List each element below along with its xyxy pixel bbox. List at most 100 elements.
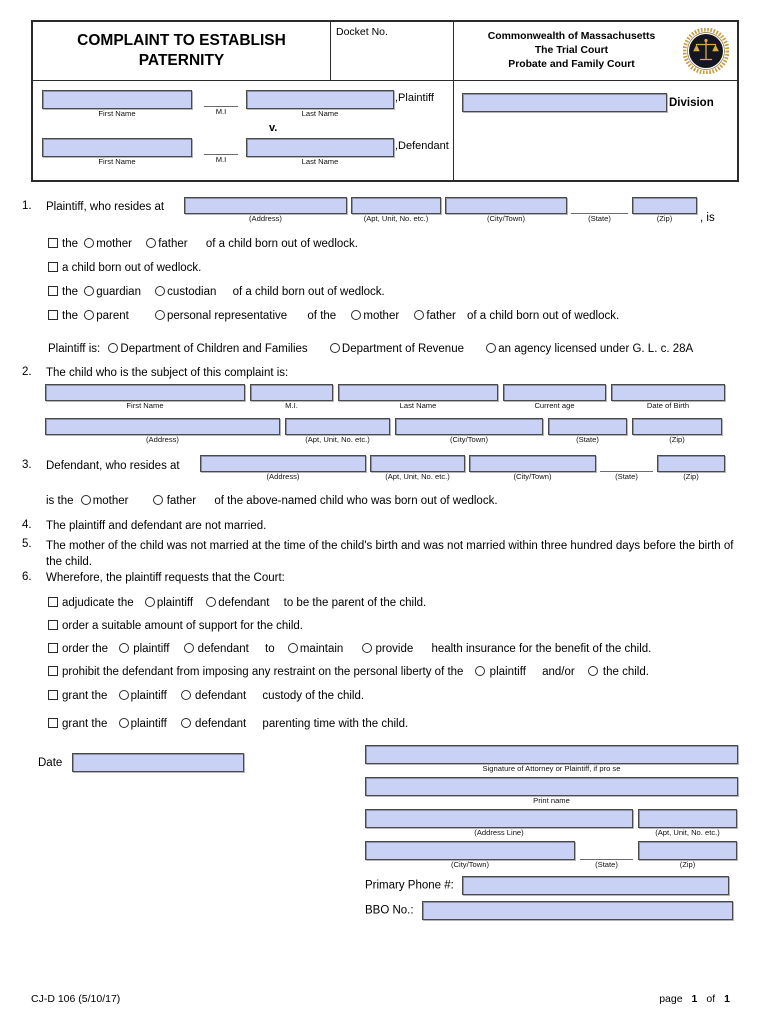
signature-input[interactable] [365,745,738,764]
plaintiff-city-caption: (City/Town) [487,214,525,223]
attorney-zip-input[interactable] [638,841,737,860]
item1-opt-a-checkbox[interactable] [48,238,58,248]
child-current-age-caption: Current age [534,401,575,410]
plaintiff-is-label-dor: Department of Revenue [341,343,464,355]
item1-opt-d-radio-father[interactable] [414,310,425,320]
item6-restraint-checkbox[interactable] [48,666,58,676]
child-dob-input[interactable] [611,384,725,401]
plaintiff-last-name-input[interactable] [246,90,394,109]
item6-adjudicate-radio-defendant[interactable] [206,597,217,607]
defendant-zip-input[interactable] [657,455,725,472]
item6-insurance-radio-defendant[interactable] [183,643,194,653]
child-apt-input[interactable] [285,418,390,435]
item6-adjudicate-checkbox[interactable] [48,597,58,607]
defendant-apt-input[interactable] [370,455,465,472]
court-line-probate-family: Probate and Family Court [508,59,635,70]
item6-adjudicate-pre: adjudicate the [62,597,134,609]
child-first-name-input[interactable] [45,384,245,401]
defendant-first-name-input[interactable] [42,138,192,157]
item1-opt-c-tail: of a child born out of wedlock. [232,286,385,298]
item3-text: Defendant, who resides at [46,460,180,472]
item1-opt-d-radio-personal-rep[interactable] [155,310,166,320]
item1-opt-c-radio-custodian[interactable] [155,286,166,296]
defendant-mi-input[interactable] [204,138,238,155]
plaintiff-mi-caption: M.I [215,107,227,116]
item1-opt-d-radio-mother[interactable] [351,310,362,320]
plaintiff-zip-input[interactable] [632,197,697,214]
item1-opt-a-radio-father[interactable] [146,238,157,248]
item6-insurance-checkbox[interactable] [48,643,58,653]
item6-support-label: order a suitable amount of support for t… [62,620,304,632]
plaintiff-state-input[interactable] [571,197,628,214]
signature-caption: Signature of Attorney or Plaintiff, if p… [482,764,621,773]
child-city-input[interactable] [395,418,543,435]
item1-opt-c-radio-guardian[interactable] [84,286,95,296]
item1-opt-a-radio-mother[interactable] [84,238,95,248]
attorney-apt-input[interactable] [638,809,737,828]
item6-request-support: order a suitable amount of support for t… [48,619,303,634]
bbo-no-input[interactable] [421,901,733,920]
item6-restraint-radio-child[interactable] [587,666,598,676]
parties-block: First Name M.I Last Name ,Plaintiff v. [33,81,454,180]
child-zip-input[interactable] [632,418,722,435]
item6-restraint-radio-plaintiff[interactable] [474,666,485,676]
item1-opt-c-checkbox[interactable] [48,286,58,296]
defendant-last-name-caption: Last Name [301,157,339,166]
item6-adjudicate-radio-plaintiff[interactable] [144,597,155,607]
plaintiff-is-radio-dcf[interactable] [108,343,119,353]
plaintiff-is-radio-dor[interactable] [329,343,340,353]
item1-opt-b-checkbox[interactable] [48,262,58,272]
child-mi-input[interactable] [250,384,333,401]
item6-insurance-radio-maintain[interactable] [287,643,298,653]
item3-radio-mother[interactable] [80,495,91,505]
child-address-input[interactable] [45,418,280,435]
item1-opt-d-tail: of a child born out of wedlock. [467,310,620,322]
defendant-state-input[interactable] [600,455,653,472]
attorney-address-input[interactable] [365,809,633,828]
item6-parenting-radio-plaintiff[interactable] [118,718,129,728]
child-state-caption: (State) [576,435,599,444]
plaintiff-first-name-input[interactable] [42,90,192,109]
item6-custody-radio-plaintiff[interactable] [118,690,129,700]
defendant-address-input[interactable] [200,455,366,472]
defendant-role-label: ,Defendant [395,140,449,152]
item1-opt-d-checkbox[interactable] [48,310,58,320]
child-current-age-input[interactable] [503,384,606,401]
plaintiff-address-input[interactable] [184,197,347,214]
plaintiff-city-input[interactable] [445,197,567,214]
item6-custody-checkbox[interactable] [48,690,58,700]
attorney-state-input[interactable] [580,843,633,860]
primary-phone-input[interactable] [462,876,730,895]
item6-parenting-checkbox[interactable] [48,718,58,728]
child-state-input[interactable] [548,418,627,435]
attorney-apt-caption: (Apt, Unit, No. etc.) [655,828,720,837]
item6-custody-radio-defendant[interactable] [181,690,192,700]
print-name-input[interactable] [365,777,738,796]
item6-parenting-radio-defendant[interactable] [181,718,192,728]
child-last-name-input[interactable] [338,384,498,401]
attorney-city-input[interactable] [365,841,575,860]
plaintiff-state-caption: (State) [588,214,611,223]
division-input[interactable] [462,93,667,112]
defendant-city-input[interactable] [469,455,596,472]
page-number: 1 [691,993,698,1005]
item1-opt-d-radio-parent[interactable] [84,310,95,320]
defendant-last-name-input[interactable] [246,138,394,157]
item6-insurance-label-maintain: maintain [299,643,344,655]
plaintiff-name-row: First Name M.I Last Name ,Plaintiff [33,90,453,124]
plaintiff-mi-input[interactable] [204,90,238,107]
item6-insurance-pre: order the [62,643,109,655]
plaintiff-is-radio-agency[interactable] [486,343,497,353]
defendant-mi-caption: M.I [215,155,227,164]
item1-opt-d-label-parent: parent [96,310,129,322]
item6-insurance-radio-provide[interactable] [361,643,372,653]
item6-insurance-radio-plaintiff[interactable] [119,643,130,653]
item1-opt-c-label-custodian: custodian [167,286,217,298]
date-input[interactable] [71,753,244,772]
item1-number: 1. [22,200,32,212]
plaintiff-apt-input[interactable] [351,197,441,214]
item6-support-checkbox[interactable] [48,620,58,630]
item3-line2-pre: is the [46,495,74,507]
form-title: COMPLAINT TO ESTABLISH PATERNITY [33,22,331,80]
item3-radio-father[interactable] [152,495,163,505]
